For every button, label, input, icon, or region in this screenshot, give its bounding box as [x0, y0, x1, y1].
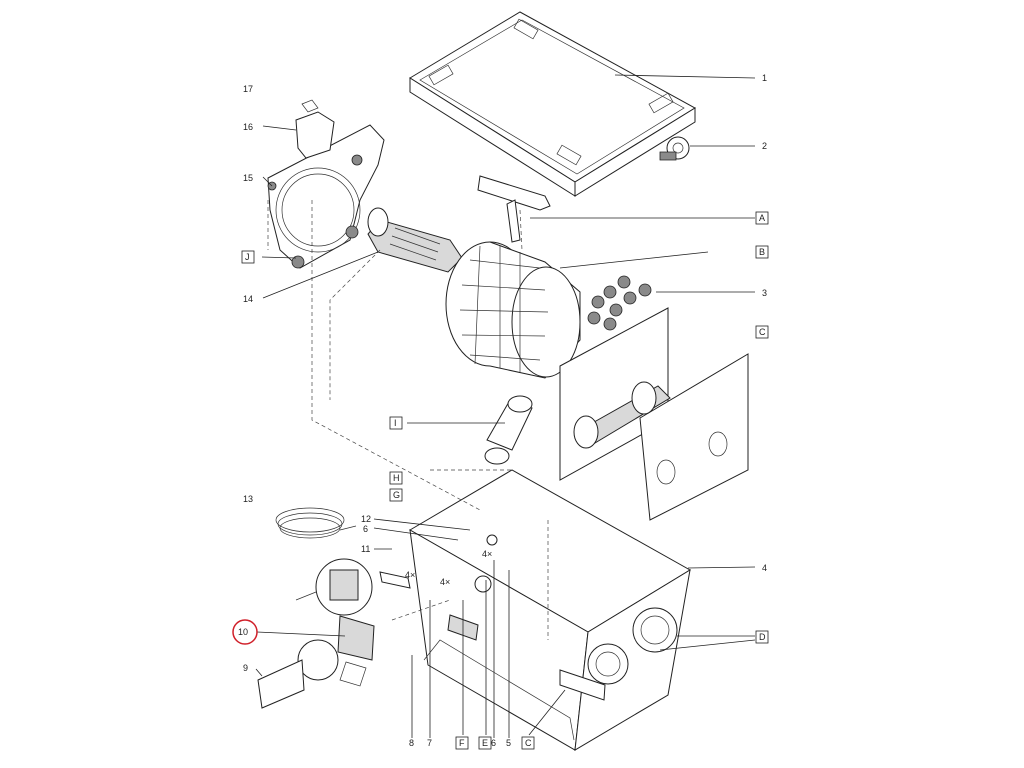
- letter-B: B: [759, 247, 765, 257]
- letter-I: I: [394, 418, 397, 428]
- callout-4: 4: [762, 563, 767, 573]
- callout-7: 7: [427, 738, 432, 748]
- filter-tube-part: [367, 207, 463, 273]
- highlight-ring: [232, 619, 258, 645]
- grommets-part: [587, 275, 652, 331]
- callout-12: 12: [361, 514, 371, 524]
- cable-coil-part: [275, 507, 357, 539]
- letter-H: H: [393, 473, 400, 483]
- callout-14: 14: [243, 294, 253, 304]
- callout-5: 5: [506, 738, 511, 748]
- callout-11: 11: [361, 544, 370, 554]
- tape-roll-part: [659, 136, 690, 161]
- letter-C-bottom: C: [525, 738, 532, 748]
- letter-F: F: [459, 738, 465, 748]
- uv-unit-part: [484, 395, 533, 465]
- callout-9: 9: [243, 663, 248, 673]
- callout-6-left: 6: [363, 524, 368, 534]
- lid-part: [409, 11, 696, 197]
- housing-part: [409, 469, 691, 751]
- callout-15: 15: [243, 173, 253, 183]
- letter-callouts: A B C D I H G J F E C: [241, 211, 769, 750]
- guide-lines: [267, 200, 549, 640]
- quantity-labels: 4× 4× 4×: [405, 549, 492, 587]
- leader-lines: [255, 74, 756, 738]
- callout-2: 2: [762, 141, 767, 151]
- callout-3: 3: [762, 288, 767, 298]
- letter-A: A: [759, 213, 765, 223]
- separator-plate-part: [559, 307, 749, 521]
- callout-17: 17: [243, 84, 253, 94]
- quantity-label-1: 4×: [405, 570, 415, 580]
- mount-plate-part: [267, 99, 385, 269]
- callout-10: 10: [238, 627, 248, 637]
- numeric-callouts: 1 2 3 4 5 6 6 7 8 9 10 11 12 13 14 15 16…: [238, 73, 767, 748]
- letter-E: E: [482, 738, 488, 748]
- connector-tube-part: [477, 175, 551, 243]
- callout-16: 16: [243, 122, 253, 132]
- callout-13: 13: [243, 494, 253, 504]
- callout-6-bottom: 6: [491, 738, 496, 748]
- letter-D: D: [759, 632, 766, 642]
- letter-C-right: C: [759, 327, 766, 337]
- callout-1: 1: [762, 73, 767, 83]
- control-unit-part: [257, 558, 411, 709]
- letter-G: G: [393, 490, 400, 500]
- callout-8: 8: [409, 738, 414, 748]
- letter-J: J: [245, 252, 250, 262]
- drum-part: [445, 241, 581, 379]
- quantity-label-2: 4×: [440, 577, 450, 587]
- quantity-label-3: 4×: [482, 549, 492, 559]
